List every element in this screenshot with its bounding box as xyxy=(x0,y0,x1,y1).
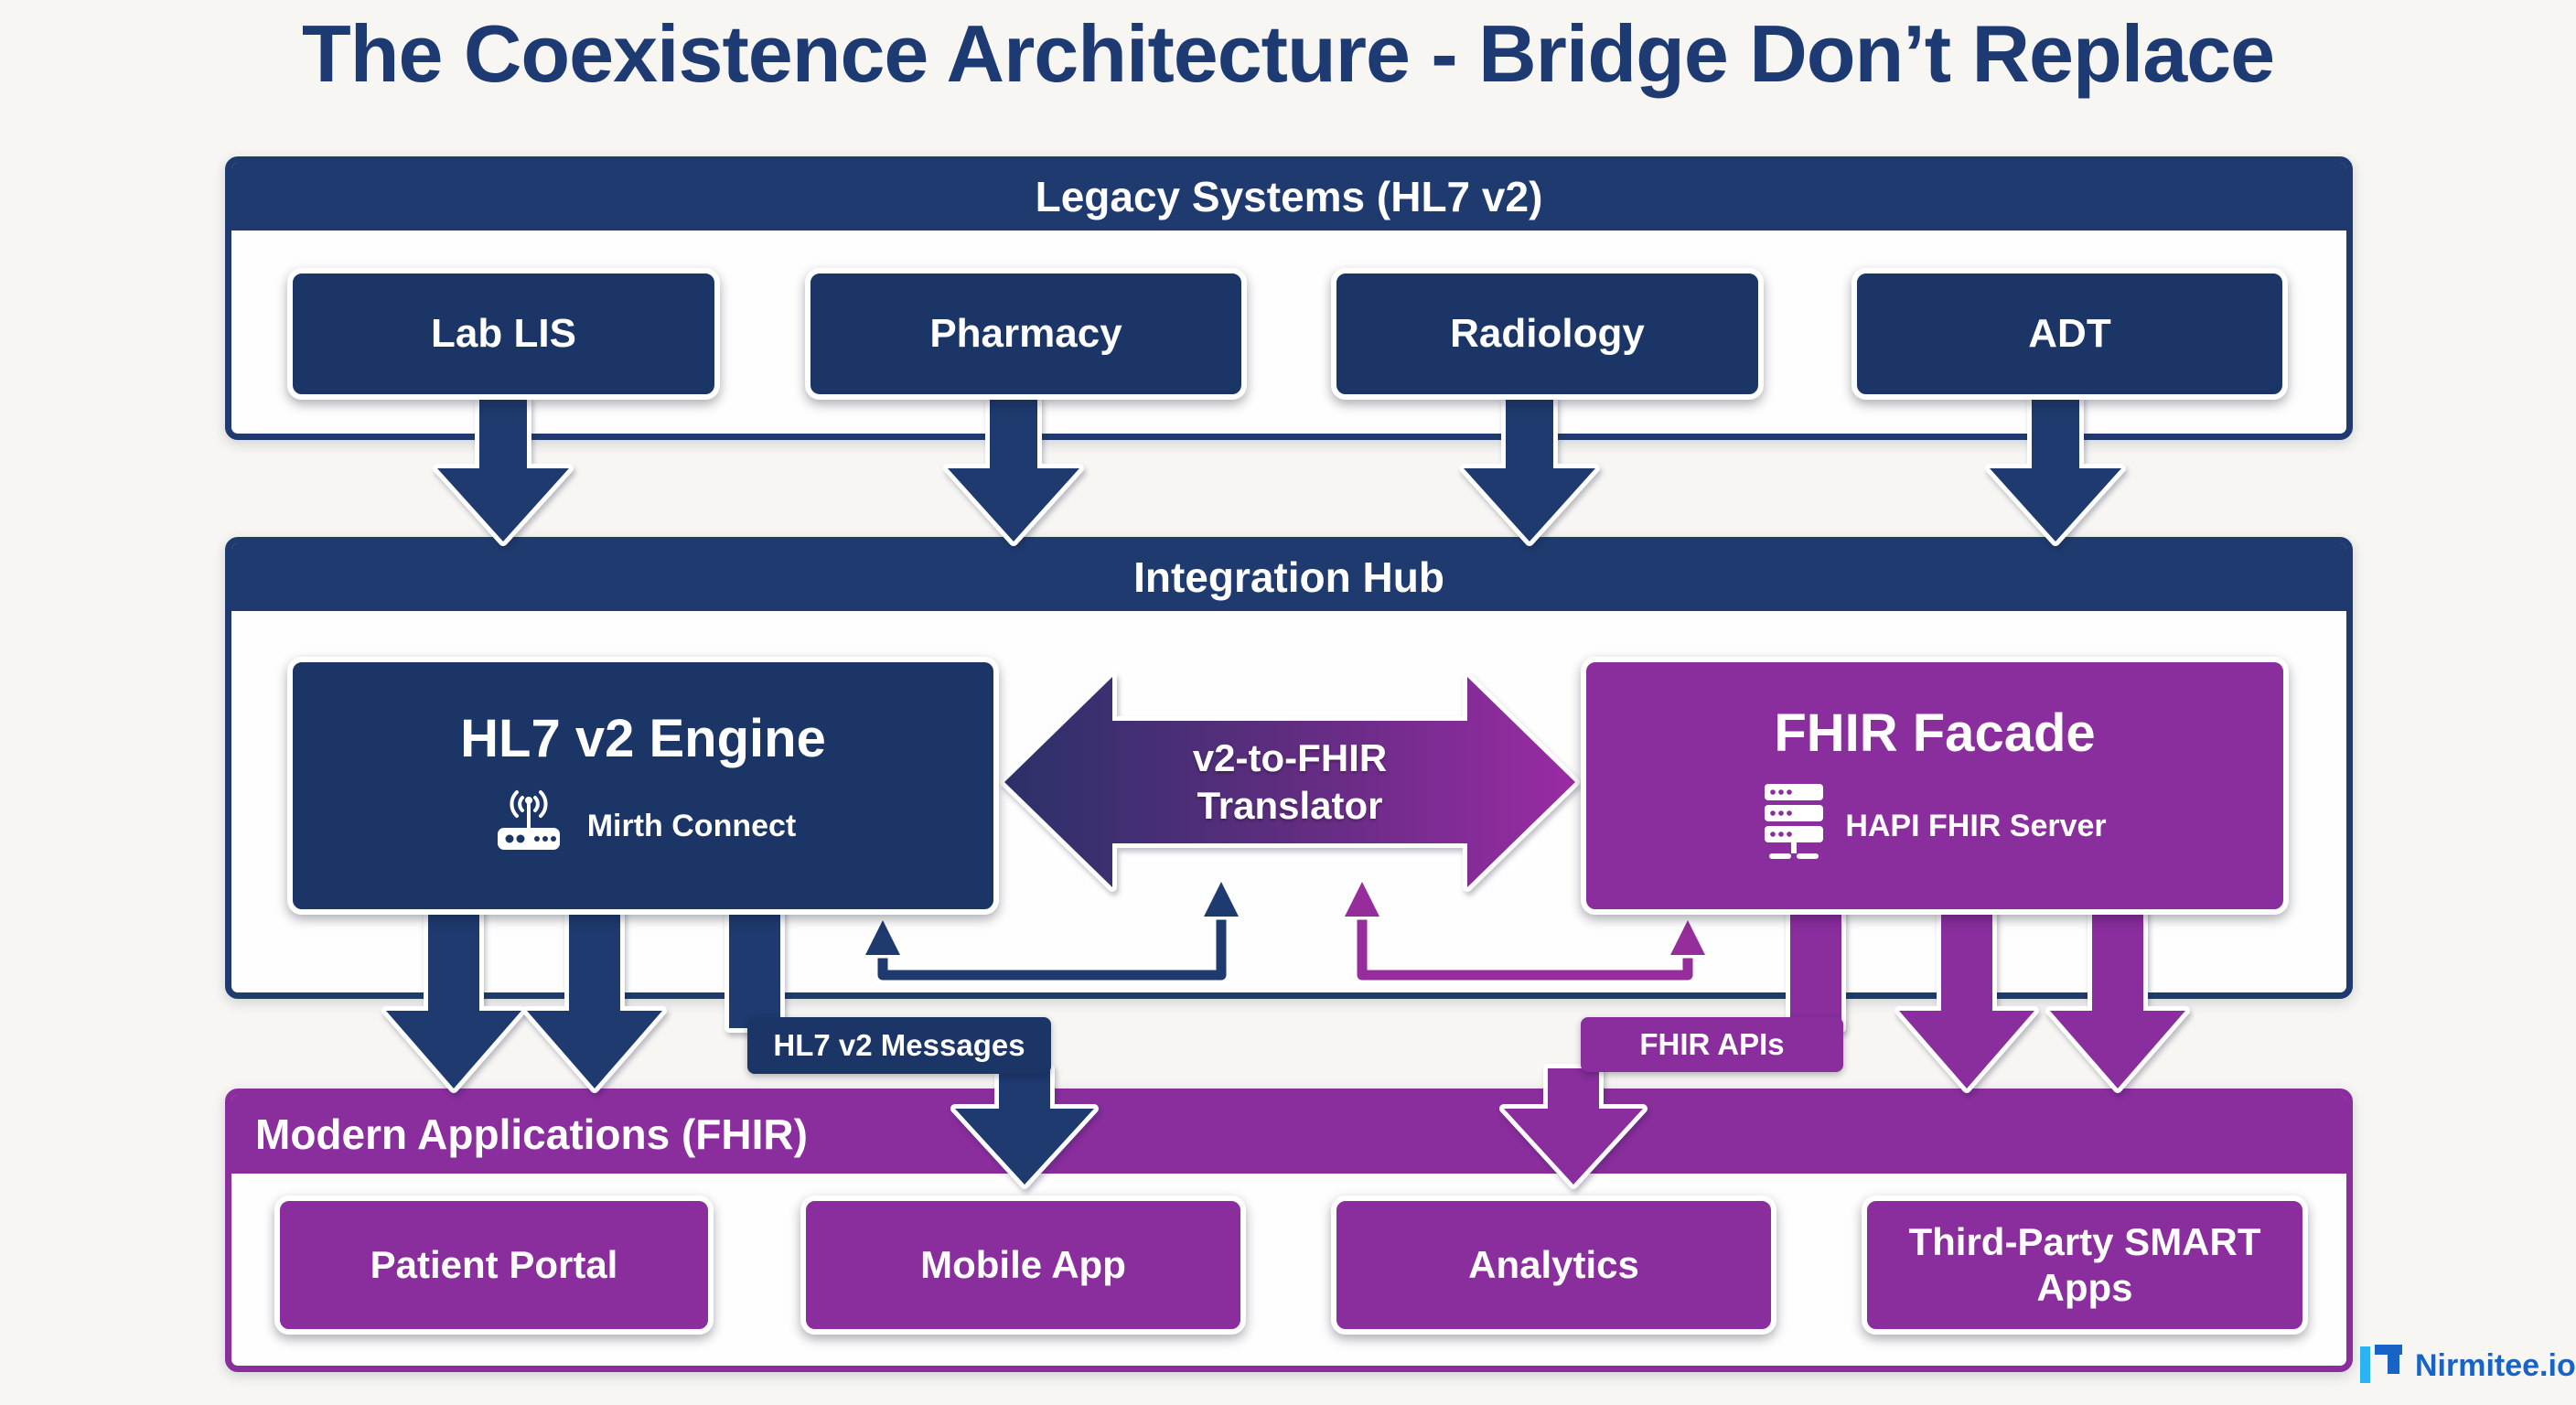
facade-to-modern-arrows xyxy=(1499,903,2190,1189)
fhir-facade-box: FHIR Facade HAPI FHIR Server xyxy=(1581,657,2289,915)
translator-bidirectional-arrow xyxy=(1000,672,1580,892)
legacy-box-label: Radiology xyxy=(1450,311,1645,356)
modern-box-label: Mobile App xyxy=(920,1242,1126,1286)
legacy-box-label: ADT xyxy=(2028,311,2111,356)
hl7-v2-engine-box: HL7 v2 Engine xyxy=(287,657,999,915)
modern-applications-header: Modern Applications (FHIR) xyxy=(231,1095,2346,1174)
engine-subtitle: Mirth Connect xyxy=(586,809,797,843)
feedback-loop-navy xyxy=(862,878,1242,986)
brand-footer: Nirmitee.io xyxy=(2360,1345,2576,1388)
legacy-box-adt: ADT xyxy=(1852,268,2288,400)
legacy-to-hub-arrows xyxy=(433,394,2126,546)
facade-subtitle: HAPI FHIR Server xyxy=(1845,809,2107,843)
legacy-box-label: Lab LIS xyxy=(431,311,576,356)
modern-box-label: Analytics xyxy=(1468,1242,1639,1286)
modern-box-mobile-app: Mobile App xyxy=(800,1196,1246,1335)
feedback-loop-purple xyxy=(1341,878,1709,986)
brand-name: Nirmitee.io xyxy=(2415,1348,2576,1383)
engine-to-modern-arrows xyxy=(381,903,1099,1189)
modern-box-analytics: Analytics xyxy=(1331,1196,1776,1335)
router-signal-icon xyxy=(490,789,567,863)
translator-label: v2-to-FHIR Translator xyxy=(1112,721,1467,843)
engine-title: HL7 v2 Engine xyxy=(460,709,826,768)
modern-box-third-party-smart-apps: Third-Party SMART Apps xyxy=(1862,1196,2308,1335)
legacy-box-pharmacy: Pharmacy xyxy=(805,268,1247,400)
modern-box-patient-portal: Patient Portal xyxy=(274,1196,714,1335)
page-title: The Coexistence Architecture - Bridge Do… xyxy=(301,8,2275,99)
nirmitee-logo-icon xyxy=(2360,1345,2402,1388)
translator-line2: Translator xyxy=(1197,784,1383,827)
modern-box-label: Patient Portal xyxy=(370,1242,618,1286)
fhir-apis-label: FHIR APIs xyxy=(1581,1017,1843,1072)
hl7-v2-messages-label: HL7 v2 Messages xyxy=(747,1017,1051,1074)
modern-box-label: Third-Party SMART Apps xyxy=(1908,1219,2261,1309)
legacy-box-radiology: Radiology xyxy=(1331,268,1764,400)
facade-title: FHIR Facade xyxy=(1774,703,2096,763)
legacy-box-lab-lis: Lab LIS xyxy=(287,268,720,400)
legacy-box-label: Pharmacy xyxy=(929,311,1122,356)
legacy-systems-header: Legacy Systems (HL7 v2) xyxy=(231,163,2346,231)
server-stack-icon xyxy=(1763,784,1825,869)
integration-hub-header: Integration Hub xyxy=(231,543,2346,611)
translator-line1: v2-to-FHIR xyxy=(1192,735,1388,779)
